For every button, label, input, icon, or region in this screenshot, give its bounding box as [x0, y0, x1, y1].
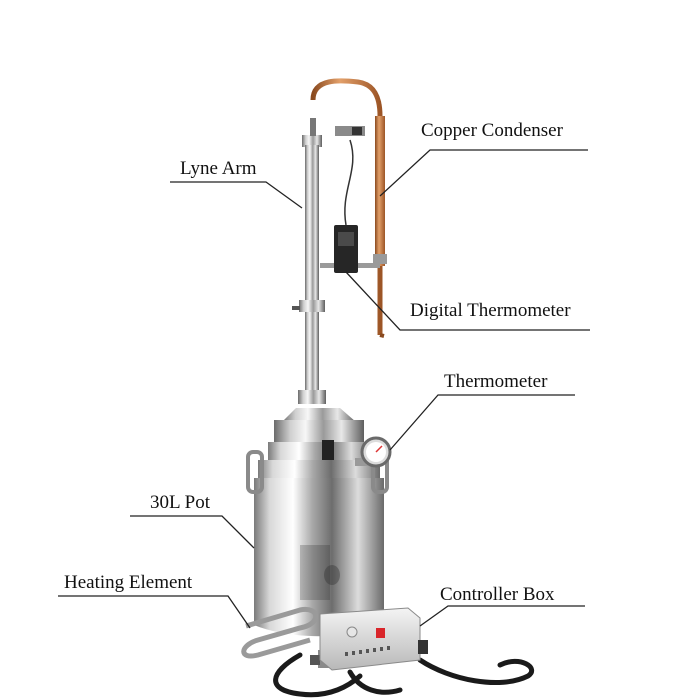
power-cable	[273, 652, 534, 698]
label-pot: 30L Pot	[150, 492, 210, 513]
leader-pot	[130, 515, 255, 549]
label-copper-condenser: Copper Condenser	[421, 120, 563, 141]
label-heating-element: Heating Element	[64, 572, 193, 593]
controller-box	[319, 607, 428, 671]
leader-digital-thermometer	[345, 271, 590, 331]
leader-lyne-arm	[170, 181, 303, 209]
leader-copper-condenser	[379, 149, 588, 197]
label-digital-thermometer: Digital Thermometer	[410, 300, 571, 321]
label-thermometer: Thermometer	[444, 371, 548, 392]
leader-lines	[58, 149, 590, 629]
pot-body	[246, 450, 389, 637]
copper-condenser	[310, 78, 387, 338]
column-tube	[292, 118, 326, 404]
label-lyne-arm: Lyne Arm	[180, 158, 257, 179]
leader-heating-element	[58, 595, 251, 629]
dial-thermometer	[355, 436, 392, 468]
leader-controller-box	[419, 605, 585, 627]
label-controller-box: Controller Box	[440, 584, 555, 605]
digital-thermometer	[320, 126, 380, 273]
pot-lid	[268, 408, 372, 466]
leader-thermometer	[389, 394, 575, 451]
